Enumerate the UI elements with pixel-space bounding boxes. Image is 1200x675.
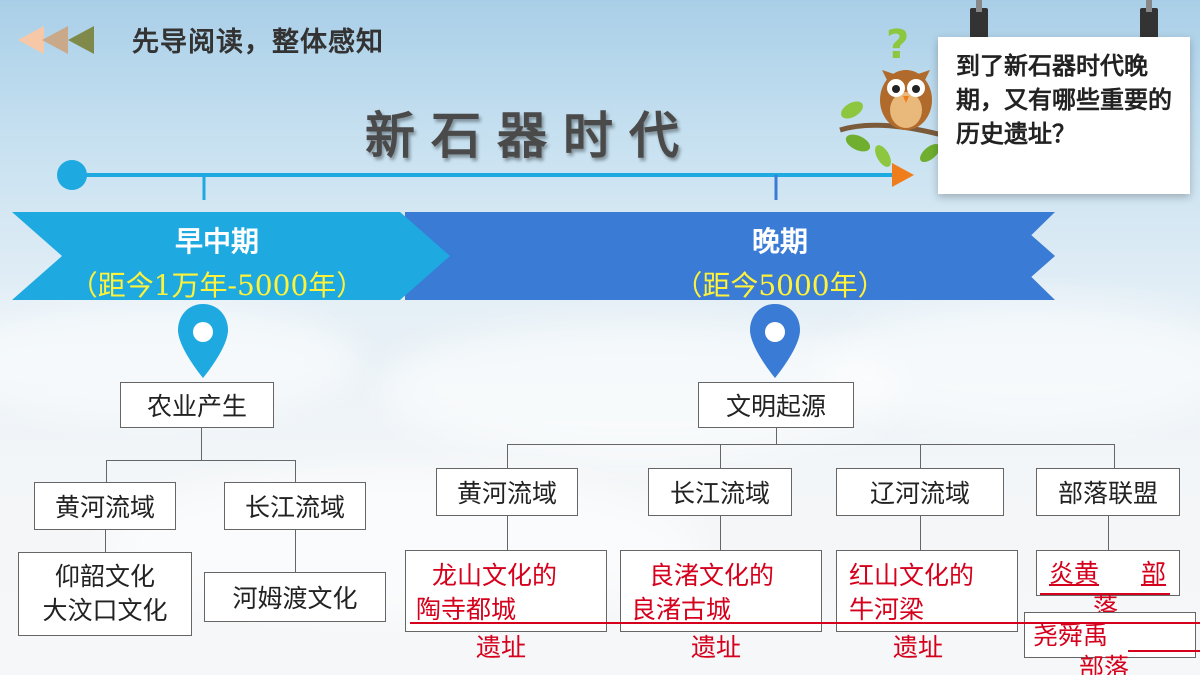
- connector: [920, 444, 921, 468]
- early-root-node: 农业产生: [120, 382, 274, 428]
- location-pin-icon: [750, 304, 800, 378]
- site-line: 部: [1141, 559, 1167, 588]
- connector: [720, 516, 721, 550]
- site-line: 部落: [1079, 653, 1130, 675]
- stage-bands: [12, 212, 1055, 300]
- site-liangzhu: 良渚文化的 良渚古城 遗址: [620, 550, 822, 662]
- connector: [106, 460, 296, 461]
- underline-mark: [410, 622, 1200, 624]
- diagram-title: 新石器时代: [365, 106, 695, 165]
- question-card: 到了新石器时代晚期，又有哪些重要的历史遗址？: [938, 37, 1190, 194]
- connector: [106, 460, 107, 482]
- site-line: 良渚古城: [631, 595, 732, 624]
- site-line: 红山文化的: [849, 561, 975, 590]
- connector: [920, 516, 921, 550]
- late-region-tribal-alliance: 部落联盟: [1036, 468, 1180, 516]
- site-line: 良渚文化的: [649, 561, 775, 590]
- stage-late-title: 晚期: [751, 225, 808, 258]
- connector: [507, 516, 508, 550]
- connector: [295, 460, 296, 482]
- culture-label: 大汶口文化: [42, 596, 168, 625]
- late-region-yangtze: 长江流域: [648, 468, 792, 516]
- culture-label: 仰韶文化: [54, 562, 155, 591]
- location-pin-icon: [178, 304, 228, 378]
- connector: [1114, 444, 1115, 468]
- site-yanhuang: 炎黄 部 落: [1036, 550, 1180, 622]
- underline-mark: [1128, 650, 1200, 652]
- stage-early-title: 早中期: [174, 225, 259, 258]
- stage-early: 早中期 （距今1万年-5000年）: [12, 220, 422, 304]
- stage-late-subtitle: （距今5000年）: [674, 269, 886, 302]
- page-title: 先导阅读，整体感知: [132, 27, 384, 58]
- early-cultures-yellow-river: 仰韶文化 大汶口文化: [18, 552, 192, 636]
- early-region-yellow-river: 黄河流域: [34, 482, 176, 530]
- site-line: 龙山文化的: [432, 561, 558, 590]
- connector: [720, 444, 721, 468]
- late-region-liao-river: 辽河流域: [836, 468, 1004, 516]
- owl-icon: ?: [839, 22, 947, 167]
- late-region-yellow-river: 黄河流域: [436, 468, 578, 516]
- early-cultures-yangtze: 河姆渡文化: [204, 572, 386, 622]
- site-line: 遗址: [476, 633, 527, 662]
- connector: [507, 444, 508, 468]
- late-root-node: 文明起源: [698, 382, 854, 428]
- connector: [776, 428, 777, 444]
- stage-late: 晚期 （距今5000年）: [580, 220, 980, 304]
- timeline: [57, 160, 914, 200]
- clip-icon: [1140, 0, 1158, 38]
- svg-text:?: ?: [886, 22, 909, 68]
- connector: [507, 444, 1115, 445]
- underline-mark: [1040, 593, 1170, 595]
- early-region-yangtze: 长江流域: [224, 482, 366, 530]
- site-line: 遗址: [691, 633, 742, 662]
- connector: [295, 530, 296, 572]
- connector: [201, 428, 202, 460]
- header-arrows-icon: [18, 26, 94, 54]
- site-line: 尧舜禹: [1033, 621, 1109, 650]
- connector: [1108, 516, 1109, 550]
- site-line: 炎黄: [1049, 559, 1100, 588]
- site-taosi: 龙山文化的 陶寺都城 遗址: [405, 550, 607, 662]
- stage-early-subtitle: （距今1万年-5000年）: [69, 269, 365, 302]
- site-niuheliang: 红山文化的 牛河梁 遗址: [836, 550, 1018, 662]
- clip-icon: [970, 0, 988, 38]
- site-line: 牛河梁: [849, 595, 925, 624]
- site-line: 陶寺都城: [416, 595, 517, 624]
- connector: [105, 530, 106, 552]
- site-line: 遗址: [893, 633, 944, 662]
- culture-label: 河姆渡文化: [232, 584, 358, 613]
